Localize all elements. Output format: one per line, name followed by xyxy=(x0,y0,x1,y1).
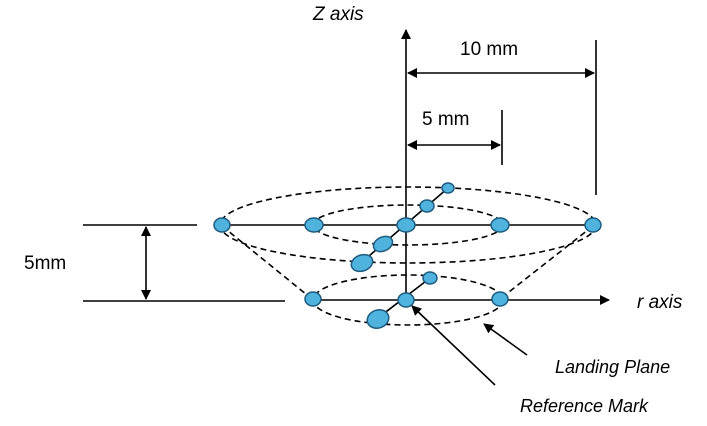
point-upper-front-outer xyxy=(350,253,374,273)
point-upper-center xyxy=(396,217,416,233)
ten-mm-label: 10 mm xyxy=(460,39,518,60)
landing-plane-label: Landing Plane xyxy=(555,357,670,377)
point-upper-left-outer xyxy=(213,217,231,233)
point-upper-back-outer xyxy=(441,182,455,194)
point-upper-front-inner xyxy=(372,235,394,253)
r-axis-label: r axis xyxy=(637,292,683,313)
reference-mark-pointer xyxy=(411,305,496,386)
point-upper-right-outer xyxy=(584,217,602,233)
point-landing-right xyxy=(491,291,509,307)
point-upper-back-inner xyxy=(419,199,435,213)
cone-left-side xyxy=(221,225,313,300)
point-landing-front xyxy=(366,308,390,330)
reference-mark-label: Reference Mark xyxy=(520,396,649,416)
point-landing-back xyxy=(422,271,438,285)
measurement-points xyxy=(213,182,602,330)
landing-plane-pointer xyxy=(483,323,528,356)
five-mm-label: 5 mm xyxy=(422,109,470,130)
point-upper-left-inner xyxy=(304,217,324,233)
height-label: 5mm xyxy=(24,253,66,274)
z-axis-label: Z axis xyxy=(312,4,364,25)
point-landing-left xyxy=(304,291,322,307)
point-upper-right-inner xyxy=(490,217,510,233)
point-landing-center xyxy=(397,292,415,308)
cone-right-side xyxy=(499,225,594,300)
